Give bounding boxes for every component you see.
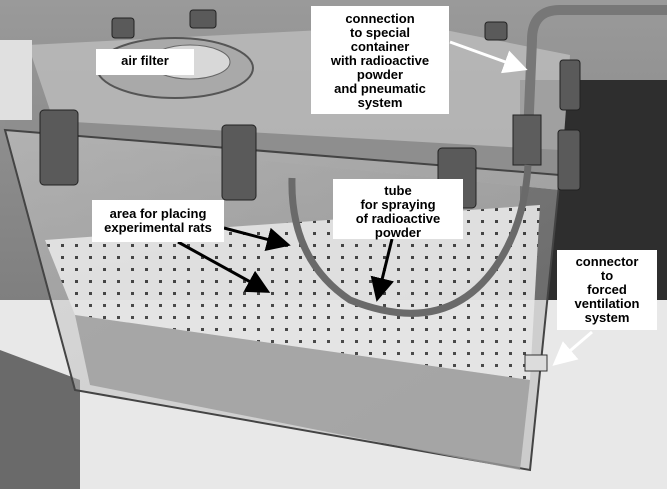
area-label: area for placing experimental rats bbox=[92, 200, 224, 242]
connector-label: connector to forced ventilation system bbox=[557, 250, 657, 330]
connection-label: connection to special container with rad… bbox=[311, 6, 449, 114]
ventilation-connector bbox=[524, 354, 548, 372]
dark-table-edge bbox=[0, 350, 80, 489]
perforated-floor bbox=[45, 205, 540, 380]
tube-label: tube for spraying of radioactive powder bbox=[333, 179, 463, 240]
connection-pipe bbox=[523, 5, 667, 136]
chamber-bottom bbox=[75, 315, 530, 470]
latches bbox=[39, 9, 581, 209]
pipe-fitting bbox=[512, 114, 542, 166]
air-filter-label: air filter bbox=[96, 49, 194, 75]
side-container bbox=[0, 40, 32, 120]
spraying-tube bbox=[288, 164, 532, 317]
